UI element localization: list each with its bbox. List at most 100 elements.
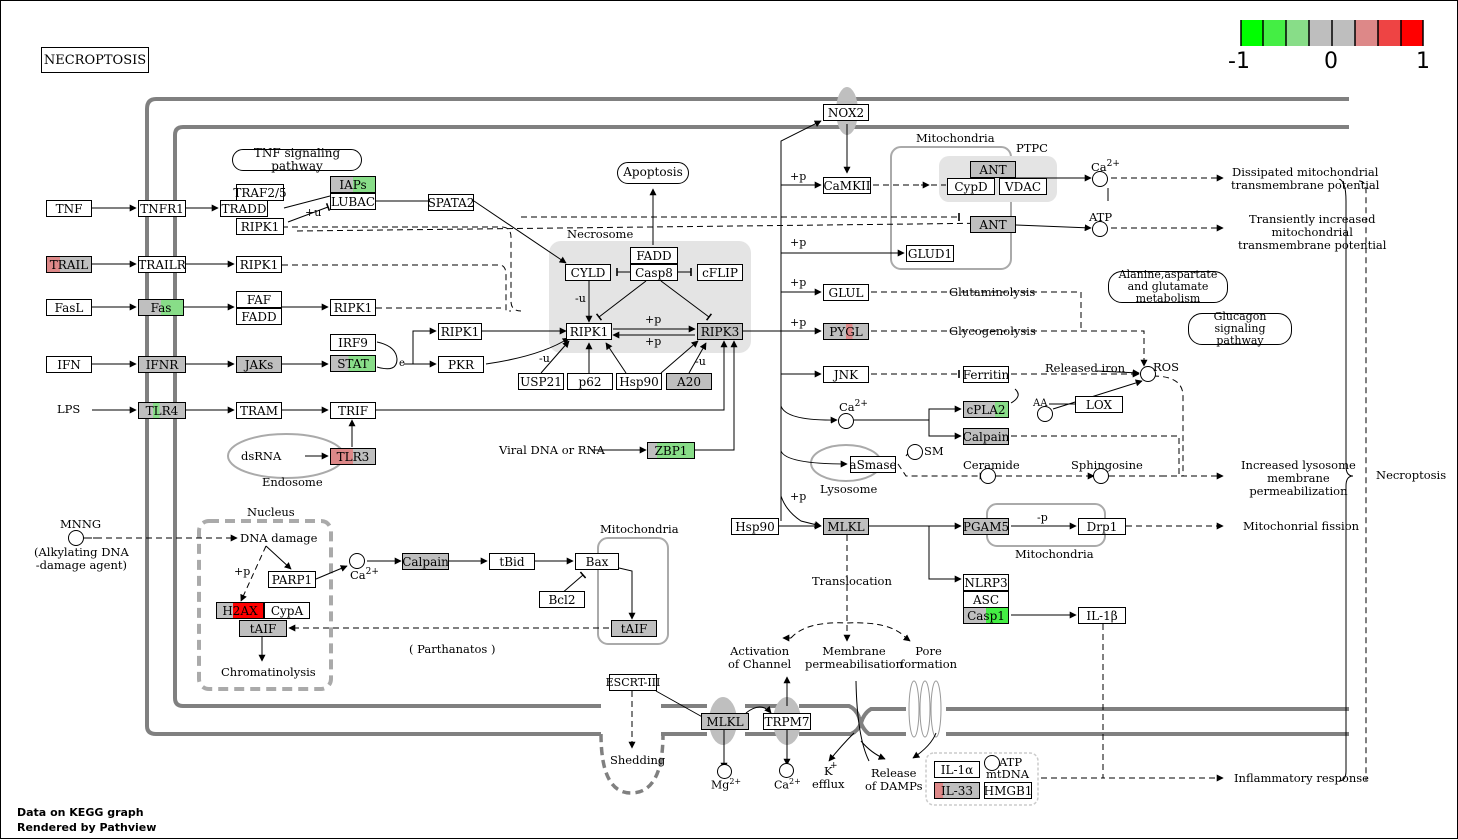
label-ca-trpm7: Ca2+ — [774, 777, 801, 792]
gene-h2ax[interactable]: H2AX — [216, 602, 264, 619]
label-mnng-description: (Alkylating DNA -damage agent) — [34, 545, 129, 573]
gene-cpla2[interactable]: cPLA2 — [963, 401, 1009, 418]
gene-il1b[interactable]: IL-1β — [1078, 607, 1126, 624]
gene-ant-ptpc[interactable]: ANT — [970, 161, 1016, 178]
pathway-link-tnf[interactable]: TNF signaling pathway — [232, 146, 362, 173]
label-minus-u-a20: -u — [695, 355, 706, 368]
gene-hsp90-necrosome[interactable]: Hsp90 — [616, 373, 662, 390]
gene-tlr4[interactable]: TLR4 — [138, 402, 186, 419]
gene-nox2[interactable]: NOX2 — [823, 104, 869, 121]
gene-zbp1[interactable]: ZBP1 — [647, 442, 695, 459]
gene-usp21[interactable]: USP21 — [518, 373, 564, 390]
label-plus-u: +u — [305, 206, 322, 219]
compound-atp-ant — [1092, 221, 1108, 237]
gene-asmase[interactable]: aSmase — [849, 456, 897, 473]
label-ca-cpla2: Ca2+ — [839, 399, 868, 414]
gene-calpain-lysosome[interactable]: Calpain — [962, 428, 1010, 445]
gene-ant[interactable]: ANT — [970, 216, 1016, 233]
gene-casp8[interactable]: Casp8 — [630, 264, 678, 281]
gene-pgam5[interactable]: PGAM5 — [962, 518, 1010, 535]
pathway-link-glucagon[interactable]: Glucagon signaling pathway — [1188, 310, 1292, 347]
gene-mlkl[interactable]: MLKL — [823, 518, 869, 535]
gene-calpain-parthanatos[interactable]: Calpain — [402, 553, 449, 570]
compartment-label-necrosome: Necrosome — [567, 227, 634, 241]
gene-glud1[interactable]: GLUD1 — [906, 245, 954, 262]
gene-casp1[interactable]: Casp1 — [963, 607, 1009, 624]
gene-tlr3[interactable]: TLR3 — [330, 448, 376, 465]
gene-ripk1-ifn[interactable]: RIPK1 — [438, 323, 482, 340]
gene-tradd[interactable]: TRADD — [220, 200, 268, 217]
legend-label-max: 1 — [1416, 49, 1430, 74]
label-minus-u-cyld: -u — [575, 292, 586, 305]
gene-taif-mito[interactable]: tAIF — [611, 620, 657, 637]
gene-tnf[interactable]: TNF — [46, 200, 92, 217]
gene-parp1[interactable]: PARP1 — [268, 571, 316, 588]
gene-nlrp3[interactable]: NLRP3 — [963, 574, 1009, 591]
gene-spata2[interactable]: SPATA2 — [427, 194, 475, 211]
gene-pkr[interactable]: PKR — [438, 356, 484, 373]
gene-ferritin[interactable]: Ferritin — [962, 366, 1010, 383]
gene-faf[interactable]: FAF — [236, 291, 282, 308]
gene-ripk1-tnf[interactable]: RIPK1 — [236, 218, 284, 235]
pathway-link-alanine[interactable]: Alanine,aspartate and glutamate metaboli… — [1108, 268, 1228, 305]
gene-stat[interactable]: STAT — [330, 355, 376, 372]
gene-fadd-fas[interactable]: FADD — [236, 308, 282, 325]
gene-tbid[interactable]: tBid — [489, 553, 535, 570]
gene-drp1[interactable]: Drp1 — [1078, 518, 1126, 535]
gene-ripk1-fas[interactable]: RIPK1 — [330, 299, 376, 316]
gene-irf9[interactable]: IRF9 — [330, 334, 376, 351]
gene-ripk1-trail[interactable]: RIPK1 — [236, 256, 282, 273]
gene-cflip[interactable]: cFLIP — [697, 264, 743, 281]
gene-trailr[interactable]: TRAILR — [138, 256, 186, 273]
gene-taif-nucleus[interactable]: tAIF — [239, 620, 287, 637]
gene-a20[interactable]: A20 — [666, 373, 712, 390]
gene-pygl[interactable]: PYGL — [823, 323, 869, 340]
label-chromatinolysis: Chromatinolysis — [221, 665, 316, 679]
gene-p62[interactable]: p62 — [567, 373, 613, 390]
pathway-link-apoptosis[interactable]: Apoptosis — [617, 162, 689, 184]
gene-iaps[interactable]: IAPs — [330, 176, 376, 193]
gene-jaks[interactable]: JAKs — [236, 356, 282, 373]
gene-fasl[interactable]: FasL — [46, 299, 92, 316]
compound-mg — [717, 764, 732, 779]
compound-ca-cpla2 — [838, 413, 854, 429]
gene-hsp90-mlkl[interactable]: Hsp90 — [731, 518, 779, 535]
gene-ifnr[interactable]: IFNR — [138, 356, 186, 373]
label-mitochondrial-fission: Mitochonrial fission — [1243, 519, 1360, 533]
gene-tnfr1[interactable]: TNFR1 — [138, 200, 186, 217]
gene-vdac[interactable]: VDAC — [999, 178, 1047, 195]
gene-escrt-iii[interactable]: ESCRT-III — [605, 674, 661, 691]
gene-il33[interactable]: IL-33 — [934, 782, 980, 799]
gene-il1a[interactable]: IL-1α — [934, 761, 980, 778]
compound-ca-ptpc — [1092, 171, 1108, 187]
gene-mlkl-membrane[interactable]: MLKL — [701, 713, 749, 730]
gene-trif[interactable]: TRIF — [330, 402, 376, 419]
gene-trpm7[interactable]: TRPM7 — [763, 713, 811, 730]
gene-camkii[interactable]: CaMKII — [823, 177, 871, 194]
gene-lox[interactable]: LOX — [1075, 396, 1123, 413]
gene-trail[interactable]: TRAIL — [46, 256, 92, 273]
gene-jnk[interactable]: JNK — [823, 366, 869, 383]
gene-cypa[interactable]: CypA — [264, 602, 310, 619]
compartment-label-mitochondria-right: Mitochondria — [1015, 547, 1094, 561]
gene-ripk1-main[interactable]: RIPK1 — [566, 323, 612, 340]
gene-fadd-necrosome[interactable]: FADD — [630, 247, 678, 264]
compartment-label-lysosome: Lysosome — [820, 482, 878, 496]
gene-bcl2[interactable]: Bcl2 — [539, 591, 585, 608]
gene-tram[interactable]: TRAM — [236, 402, 282, 419]
gene-bax[interactable]: Bax — [575, 553, 619, 570]
compound-ca-trpm7 — [779, 763, 794, 778]
label-pore-formation: Pore formation — [900, 644, 958, 672]
gene-fas[interactable]: Fas — [138, 299, 184, 316]
gene-lubac[interactable]: LUBAC — [330, 193, 376, 210]
gene-ripk3[interactable]: RIPK3 — [697, 323, 743, 340]
label-plus-p-glul: +p — [790, 276, 807, 289]
gene-glul[interactable]: GLUL — [823, 284, 869, 301]
gene-hmgb1[interactable]: HMGB1 — [983, 782, 1033, 799]
label-mtdna: mtDNA — [986, 767, 1030, 781]
gene-ifn[interactable]: IFN — [46, 356, 92, 373]
gene-traf25[interactable]: TRAF2/5 — [233, 184, 287, 201]
gene-cyld[interactable]: CYLD — [565, 264, 611, 281]
gene-asc[interactable]: ASC — [963, 591, 1009, 608]
gene-cypd[interactable]: CypD — [947, 178, 995, 195]
